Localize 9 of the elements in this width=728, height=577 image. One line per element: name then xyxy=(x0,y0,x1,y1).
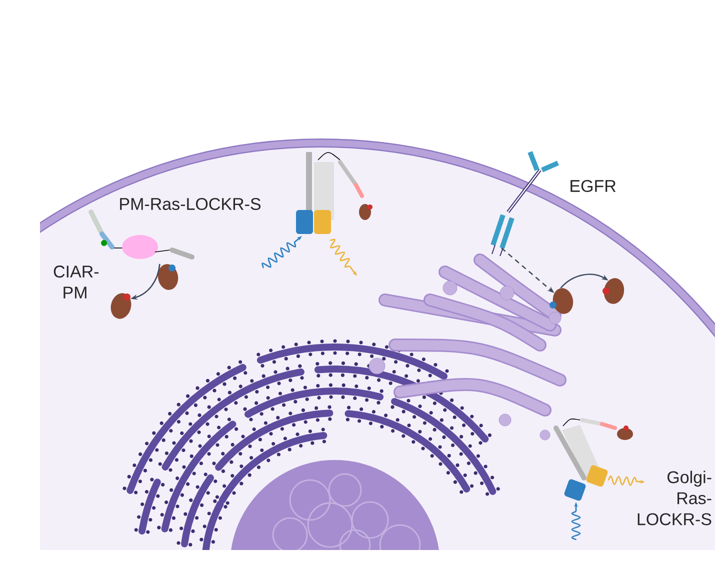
enzyme-icon xyxy=(602,278,624,304)
enzyme-icon xyxy=(110,293,132,319)
label: PM-Ras-LOCKR-S xyxy=(120,198,261,210)
label: EGFR xyxy=(570,180,616,192)
receptor-icon xyxy=(490,151,559,256)
enzyme-icon xyxy=(550,288,574,314)
label: CIAR- PM xyxy=(54,266,99,298)
label: Golgi- Ras- LOCKR-S xyxy=(638,470,712,526)
enzyme-icon xyxy=(158,264,178,290)
